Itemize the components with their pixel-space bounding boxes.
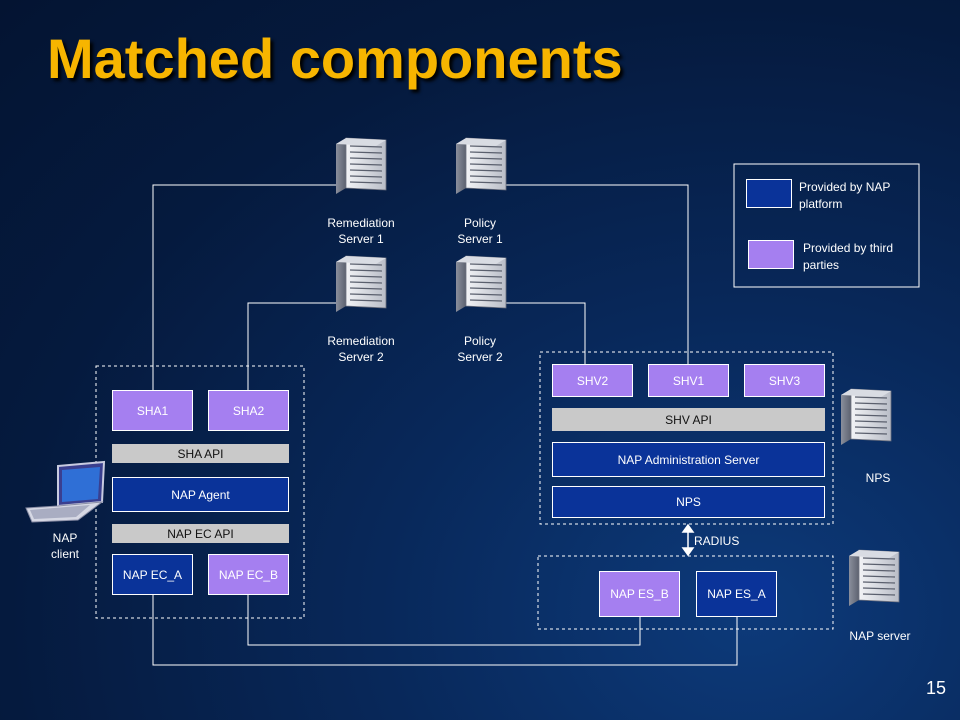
line-sha2-remediation2 [247, 302, 346, 390]
nap-agent-box: NAP Agent [112, 477, 289, 512]
nps-server-icon [840, 388, 892, 446]
line-policy2-shv2 [498, 302, 586, 364]
remediation-server-1-label: Remediation Server 1 [327, 216, 395, 246]
line-ec-b-es-b [247, 595, 641, 646]
nap-server-label: NAP server [849, 629, 911, 643]
sha-api-bar: SHA API [112, 444, 289, 463]
shv3-box: SHV3 [744, 364, 825, 397]
shv2-box: SHV2 [552, 364, 633, 397]
nap-client-label: NAP client [50, 531, 79, 561]
sha1-box: SHA1 [112, 390, 193, 431]
line-policy1-shv1 [498, 184, 689, 364]
nap-ec-b-box: NAP EC_B [208, 554, 289, 595]
policy-server-1-icon [455, 137, 507, 195]
laptop-icon [25, 460, 106, 523]
radius-arrow [681, 523, 695, 557]
shv1-box: SHV1 [648, 364, 729, 397]
legend-swatch-third [748, 240, 794, 269]
sha2-box: SHA2 [208, 390, 289, 431]
radius-label: RADIUS [694, 534, 740, 548]
line-ec-a-es-a [152, 595, 738, 666]
nap-es-b-box: NAP ES_B [599, 571, 680, 617]
nap-ec-api-bar: NAP EC API [112, 524, 289, 543]
page-number: 15 [926, 678, 947, 698]
legend-frame [733, 163, 920, 288]
nap-ec-a-box: NAP EC_A [112, 554, 193, 595]
shv-api-bar: SHV API [552, 408, 825, 431]
policy-server-1-label: Policy Server 1 [457, 216, 503, 246]
page-title: Matched components [47, 27, 623, 90]
policy-server-2-label: Policy Server 2 [457, 334, 503, 364]
line-sha1-remediation1 [152, 184, 346, 390]
legend-label-nap: Provided by NAP platform [799, 180, 891, 211]
nap-es-a-box: NAP ES_A [696, 571, 777, 617]
policy-server-2-icon [455, 255, 507, 313]
remediation-server-2-label: Remediation Server 2 [327, 334, 395, 364]
nap-administration-server-box: NAP Administration Server [552, 442, 825, 477]
nps-box: NPS [552, 486, 825, 518]
nps-server-label: NPS [865, 471, 891, 485]
legend-label-third: Provided by third parties [803, 241, 894, 272]
nap-server-icon [848, 549, 900, 607]
remediation-server-1-icon [335, 137, 387, 195]
nap-server-group-outline [537, 555, 834, 630]
legend-swatch-nap [746, 179, 792, 208]
remediation-server-2-icon [335, 255, 387, 313]
nps-group-outline [539, 351, 834, 525]
